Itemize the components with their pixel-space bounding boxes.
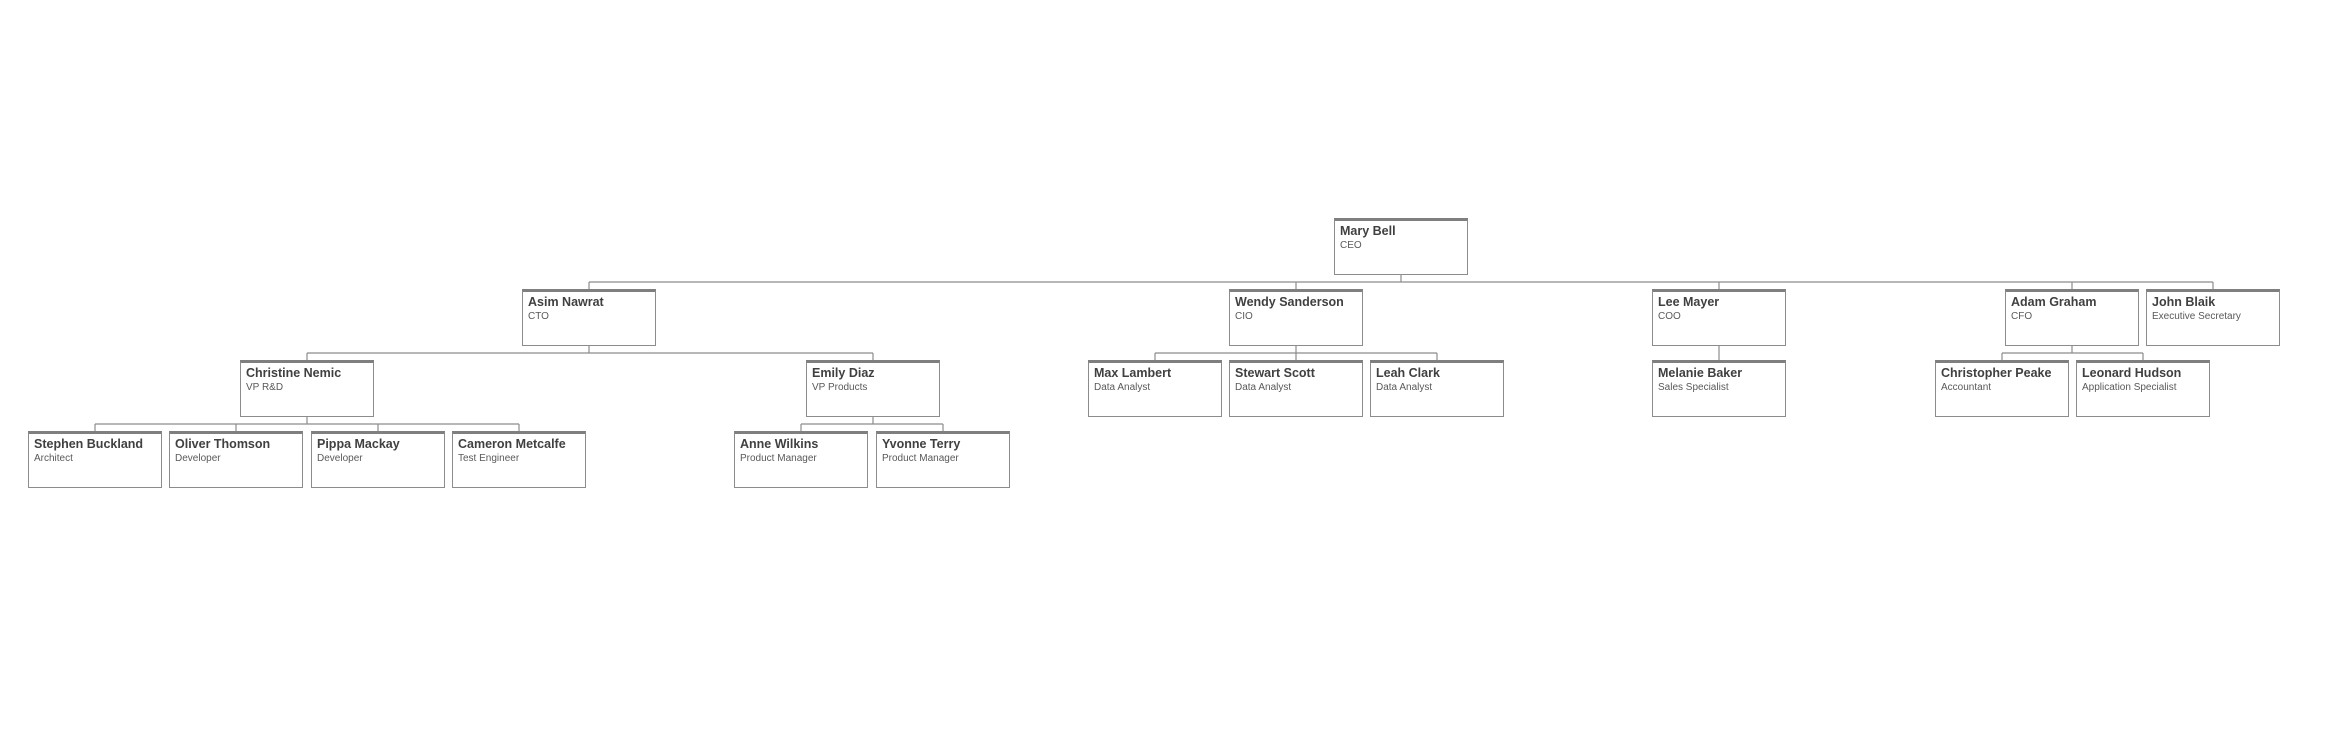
org-node-title: CIO xyxy=(1235,311,1253,322)
org-node-name: Melanie Baker xyxy=(1658,366,1743,380)
org-node-christine[interactable]: Christine Nemic VP R&D xyxy=(240,360,374,417)
org-node-title: Architect xyxy=(34,453,73,464)
org-node-title: Executive Secretary xyxy=(2152,311,2241,322)
org-node-title: Developer xyxy=(317,453,363,464)
org-node-title: Sales Specialist xyxy=(1658,382,1729,393)
org-node-name: Asim Nawrat xyxy=(528,295,604,309)
org-node-name: Cameron Metcalfe xyxy=(458,437,566,451)
org-node-title: CEO xyxy=(1340,240,1362,251)
org-node-title: CTO xyxy=(528,311,549,322)
org-node-name: Leah Clark xyxy=(1376,366,1440,380)
org-node-name: Pippa Mackay xyxy=(317,437,400,451)
org-node-title: VP Products xyxy=(812,382,868,393)
org-node-title: Application Specialist xyxy=(2082,382,2177,393)
org-node-name: John Blaik xyxy=(2152,295,2216,309)
org-node-title: Accountant xyxy=(1941,382,1992,393)
org-node-name: Stewart Scott xyxy=(1235,366,1315,380)
org-node-title: COO xyxy=(1658,311,1681,322)
org-node-name: Mary Bell xyxy=(1340,224,1396,238)
org-node-name: Christine Nemic xyxy=(246,366,342,380)
org-node-name: Oliver Thomson xyxy=(175,437,271,451)
org-node-name: Max Lambert xyxy=(1094,366,1172,380)
org-node-emily[interactable]: Emily Diaz VP Products xyxy=(806,360,940,417)
org-node-title: Product Manager xyxy=(882,453,959,464)
org-node-title: Product Manager xyxy=(740,453,817,464)
org-node-name: Yvonne Terry xyxy=(882,437,961,451)
org-node-title: CFO xyxy=(2011,311,2033,322)
org-node-title: VP R&D xyxy=(246,382,284,393)
org-node-name: Leonard Hudson xyxy=(2082,366,2182,380)
org-node-name: Emily Diaz xyxy=(812,366,875,380)
org-node-title: Data Analyst xyxy=(1235,382,1292,393)
org-node-name: Stephen Buckland xyxy=(34,437,144,451)
org-node-title: Data Analyst xyxy=(1376,382,1433,393)
org-node-title: Data Analyst xyxy=(1094,382,1151,393)
org-node-name: Wendy Sanderson xyxy=(1235,295,1344,309)
org-node-name: Christopher Peake xyxy=(1941,366,2052,380)
org-node-name: Anne Wilkins xyxy=(740,437,819,451)
org-node-title: Developer xyxy=(175,453,221,464)
org-node-name: Lee Mayer xyxy=(1658,295,1720,309)
org-node-name: Adam Graham xyxy=(2011,295,2097,309)
org-node-title: Test Engineer xyxy=(458,453,520,464)
